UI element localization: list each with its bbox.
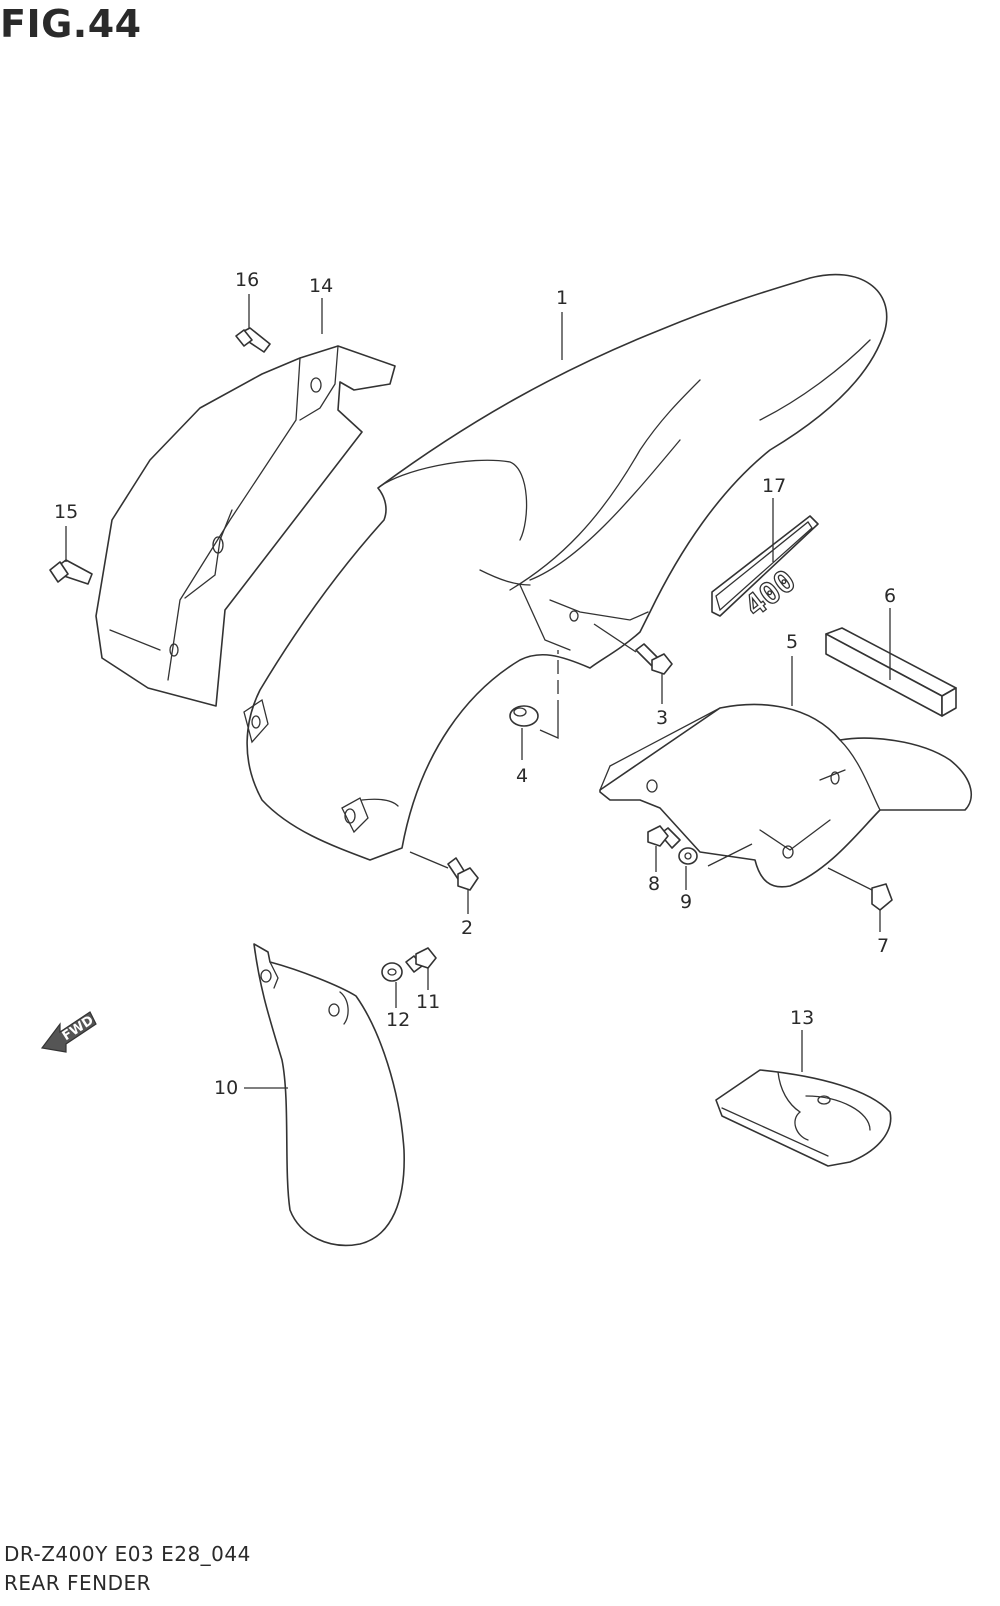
model-code: DR-Z400Y E03 E28_044 [4,1542,251,1566]
part-5-fender-extension[interactable] [599,703,972,888]
callout-7: 7 [877,935,889,957]
part-15-bolt[interactable] [49,559,93,585]
fwd-arrow-icon: FWD [40,1011,97,1053]
callout-1: 1 [556,287,568,309]
leader-lines [65,294,891,1089]
callout-2: 2 [461,917,473,939]
callout-4: 4 [516,765,528,787]
callout-13: 13 [790,1007,814,1029]
callout-15: 15 [54,501,78,523]
part-14-side-cover[interactable] [95,345,396,707]
figure-caption: REAR FENDER [4,1571,152,1595]
part-6-foam-block[interactable] [825,627,957,717]
part-9-washer[interactable] [678,847,698,865]
part-1-rear-fender[interactable] [243,273,888,861]
part-10-mud-flap[interactable] [253,943,405,1247]
part-7-clip[interactable] [871,883,893,911]
part-8-bolt[interactable] [647,825,681,849]
part-13-pad[interactable] [715,1069,892,1167]
callout-16: 16 [235,269,259,291]
callout-3: 3 [656,707,668,729]
callout-17: 17 [762,475,786,497]
callout-12: 12 [386,1009,410,1031]
part-2-bolt[interactable] [447,857,479,891]
part-11-bolt[interactable] [405,947,437,973]
callout-6: 6 [884,585,896,607]
callout-11: 11 [416,991,440,1013]
fwd-label: FWD [60,1013,97,1044]
part-16-bolt[interactable] [235,327,271,353]
callout-5: 5 [786,631,798,653]
callout-14: 14 [309,275,333,297]
part-17-decal[interactable]: 400 [711,515,819,625]
part-12-nut[interactable] [381,962,403,982]
callout-numbers: 1 2 3 4 5 6 7 8 9 10 11 12 13 14 15 16 1… [54,269,896,1099]
figure-title: FIG.44 [0,2,142,46]
callout-10: 10 [214,1077,238,1099]
callout-8: 8 [648,873,660,895]
part-4-grommet[interactable] [509,705,539,727]
part-3-bolt[interactable] [635,643,673,675]
callout-9: 9 [680,891,692,913]
